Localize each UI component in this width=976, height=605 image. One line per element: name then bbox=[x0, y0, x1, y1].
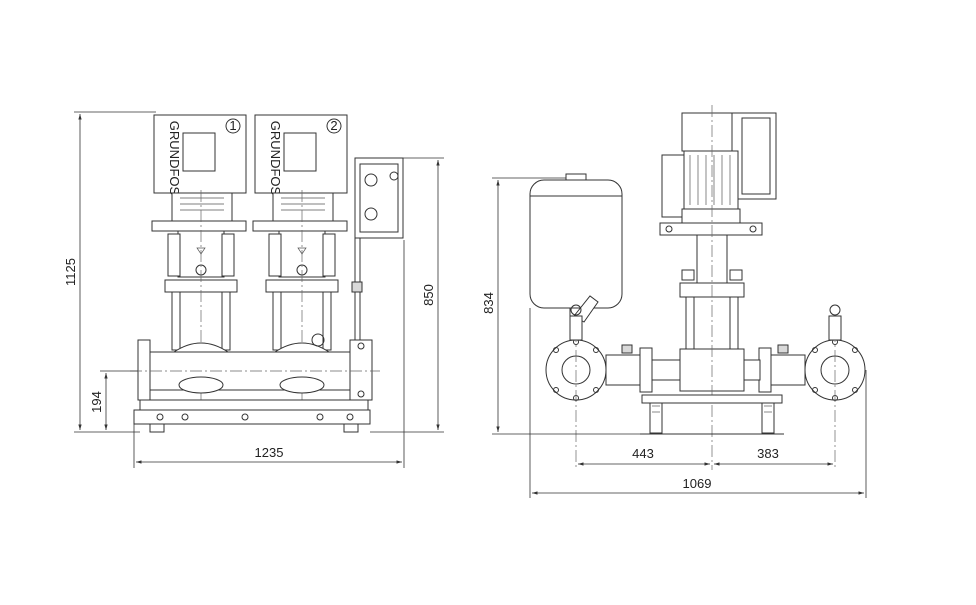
dim-850-label: 850 bbox=[421, 284, 436, 306]
dim-194-label: 194 bbox=[89, 391, 104, 413]
side-base bbox=[640, 394, 784, 435]
pump-2-number: 2 bbox=[330, 118, 337, 133]
dim-side-height: 834 bbox=[481, 177, 640, 435]
pump-2: GRUNDFOS 2 bbox=[252, 114, 348, 400]
side-view: 834 443 383 1069 bbox=[481, 105, 867, 498]
pump-2-brand: GRUNDFOS bbox=[268, 121, 283, 196]
dim-front-height: 1125 bbox=[63, 111, 156, 433]
dim-443-label: 443 bbox=[632, 446, 654, 461]
dim-side-width: 1069 bbox=[529, 308, 867, 498]
dim-1069-label: 1069 bbox=[683, 476, 712, 491]
dim-front-width: 1235 bbox=[133, 240, 405, 468]
dim-1125-label: 1125 bbox=[63, 258, 78, 286]
dim-side-offsets: 443 383 bbox=[578, 446, 833, 466]
dim-front-base: 194 bbox=[89, 370, 138, 430]
pump-column bbox=[679, 105, 745, 470]
left-manifold bbox=[545, 304, 681, 470]
header-pipe bbox=[130, 339, 380, 401]
motor bbox=[659, 112, 777, 236]
dim-front-panel: 850 bbox=[370, 157, 444, 433]
diaphragm-tank bbox=[529, 173, 623, 323]
dim-834-label: 834 bbox=[481, 292, 496, 314]
right-manifold bbox=[743, 304, 866, 470]
dim-1235-label: 1235 bbox=[255, 445, 284, 460]
base-frame bbox=[133, 399, 371, 433]
pump-1-number: 1 bbox=[229, 118, 236, 133]
pump-1-brand: GRUNDFOS bbox=[167, 121, 182, 196]
dim-383-label: 383 bbox=[757, 446, 779, 461]
pump-1: GRUNDFOS 1 bbox=[151, 114, 247, 400]
front-view: GRUNDFOS 1 GRUNDFOS bbox=[63, 111, 444, 468]
